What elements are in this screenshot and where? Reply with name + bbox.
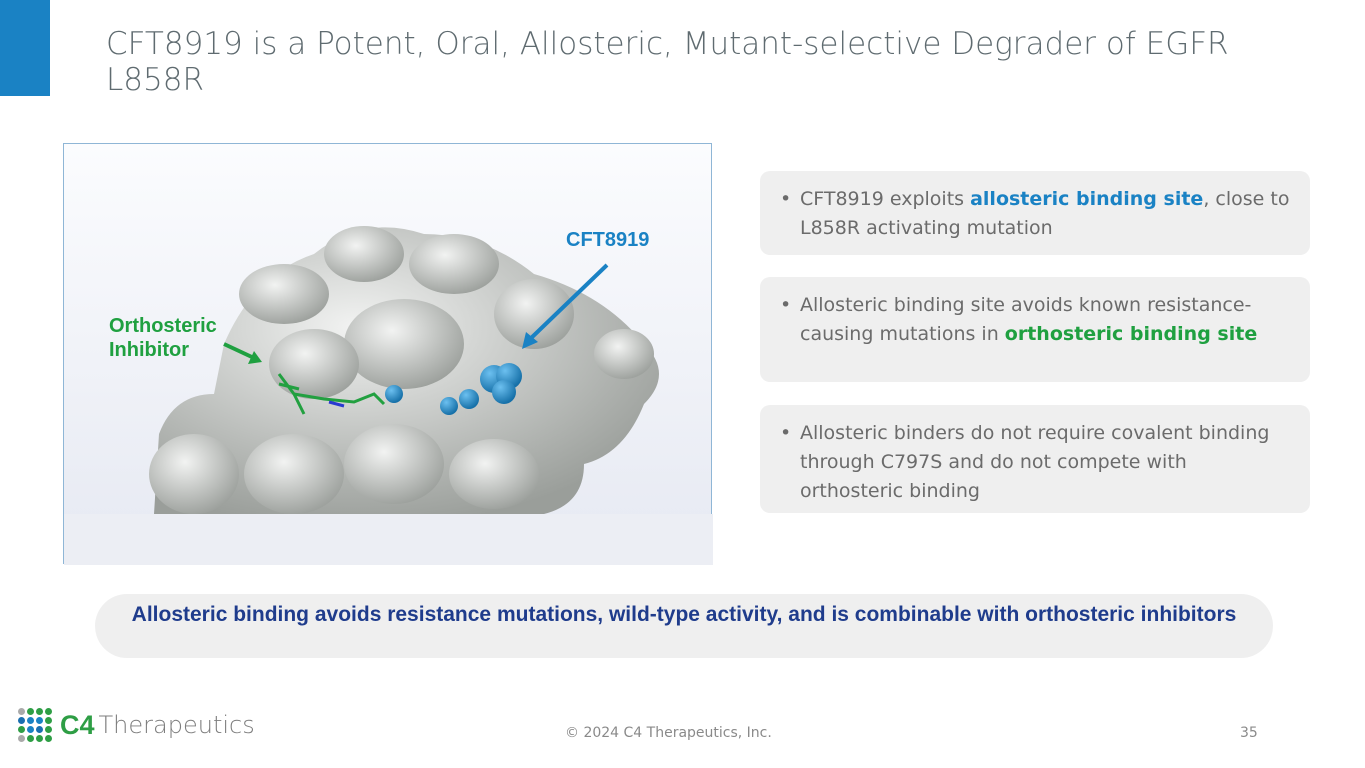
bullet-text: Allosteric binding site avoids known res… [800, 294, 1252, 345]
bullet-icon: • [780, 188, 792, 210]
slide-title: CFT8919 is a Potent, Oral, Allosteric, M… [106, 26, 1229, 98]
key-message-banner: Allosteric binding avoids resistance mut… [95, 594, 1273, 658]
bullet-card-3: • Allosteric binders do not require cova… [760, 405, 1310, 513]
bullet-text: , close to L858R activating mutation [800, 188, 1290, 239]
page-number: 35 [1240, 725, 1258, 741]
title-accent-bar [0, 0, 50, 96]
protein-surface-illustration [64, 226, 713, 565]
label-line: Orthosteric [109, 315, 217, 337]
logo-c4: C4 [60, 709, 95, 740]
bullet-highlight: orthosteric binding site [1004, 323, 1258, 345]
bullet-card-1: • CFT8919 exploits allosteric binding si… [760, 171, 1310, 255]
orthosteric-arrow [223, 342, 255, 360]
cft8919-label: CFT8919 [566, 229, 650, 251]
bullet-text: Allosteric binders do not require covale… [800, 422, 1270, 502]
bullet-icon: • [780, 294, 792, 316]
logo-name: Therapeutics [98, 711, 255, 739]
logo-dots-icon [18, 708, 52, 742]
label-line: Inhibitor [109, 339, 189, 361]
copyright: © 2024 C4 Therapeutics, Inc. [565, 725, 772, 741]
cft8919-molecule [385, 363, 522, 415]
bullet-highlight: allosteric binding site [970, 188, 1204, 210]
bullet-icon: • [780, 422, 792, 444]
cft8919-arrow [525, 263, 609, 344]
c4-therapeutics-logo: C4 Therapeutics [18, 708, 255, 742]
orthosteric-inhibitor-molecule [277, 373, 386, 415]
bullet-text: CFT8919 exploits [800, 188, 971, 210]
bullet-card-2: • Allosteric binding site avoids known r… [760, 277, 1310, 382]
